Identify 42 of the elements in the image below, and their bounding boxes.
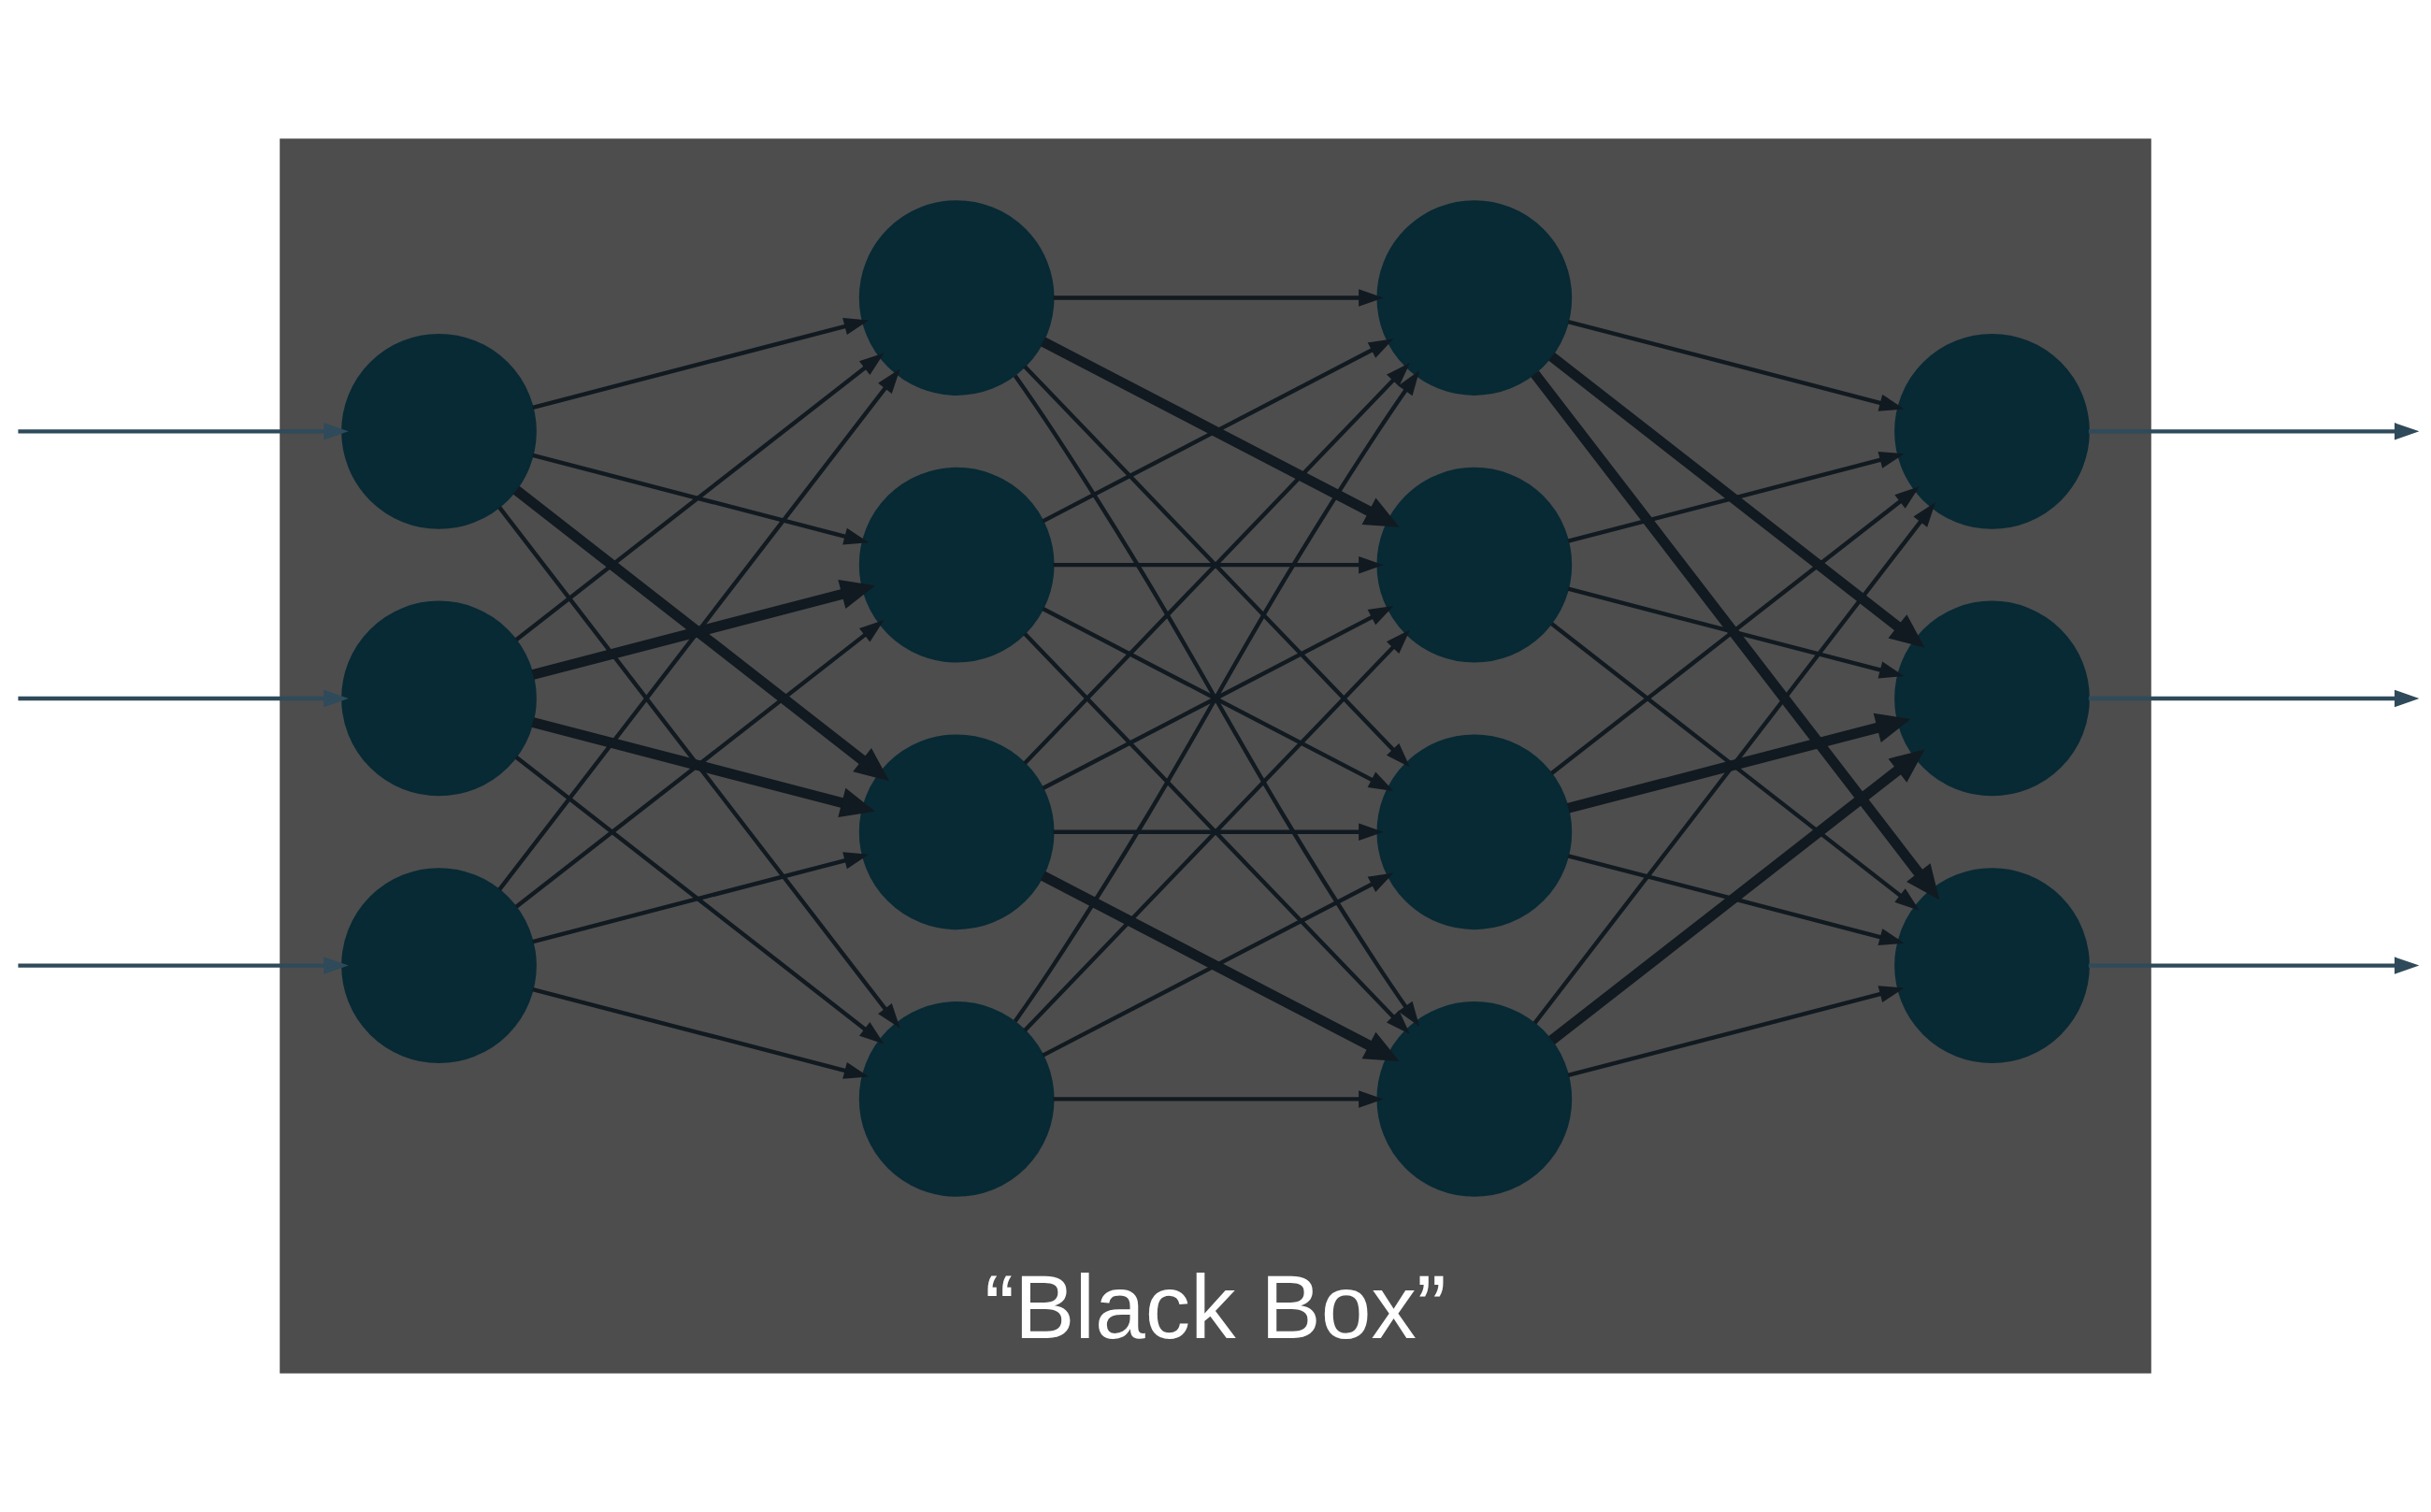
arrow	[1531, 370, 1940, 900]
node-circle	[1376, 734, 1573, 930]
arrow	[18, 423, 349, 440]
arrow	[1548, 352, 1925, 648]
arrow	[18, 957, 349, 974]
node-circle	[1376, 467, 1573, 663]
arrow	[532, 453, 870, 545]
arrow	[531, 579, 875, 680]
arrow	[1567, 986, 1905, 1077]
arrow	[18, 689, 349, 708]
node-circle	[1894, 600, 2090, 797]
node-circle	[341, 600, 537, 797]
arrow	[514, 353, 885, 641]
arrow	[1567, 854, 1905, 946]
arrow	[532, 987, 870, 1079]
arrow	[1550, 622, 1920, 911]
arrow	[512, 485, 890, 782]
arrow	[1532, 502, 1935, 1025]
arrow	[1053, 1090, 1384, 1108]
arrow	[1567, 319, 1905, 411]
node-circle	[341, 868, 537, 1063]
arrow	[1567, 451, 1905, 543]
arrow	[1053, 823, 1384, 842]
arrow	[532, 852, 870, 944]
arrow	[1567, 586, 1905, 679]
arrow	[2088, 957, 2420, 974]
arrow	[2088, 689, 2420, 708]
arrow	[514, 756, 885, 1044]
cluster: “Black Box”	[280, 138, 2151, 1374]
arrow	[1053, 289, 1384, 307]
arrow	[497, 368, 900, 891]
arrow	[2088, 423, 2420, 440]
arrow	[1548, 749, 1925, 1044]
arrow	[497, 506, 900, 1029]
arrow	[1550, 486, 1920, 775]
node-circle	[341, 334, 537, 529]
arrow	[1566, 713, 1911, 814]
arrow	[532, 318, 870, 410]
arrow	[531, 717, 875, 817]
node-circle	[858, 734, 1055, 930]
arrow	[514, 620, 885, 909]
arrow	[1053, 555, 1384, 574]
